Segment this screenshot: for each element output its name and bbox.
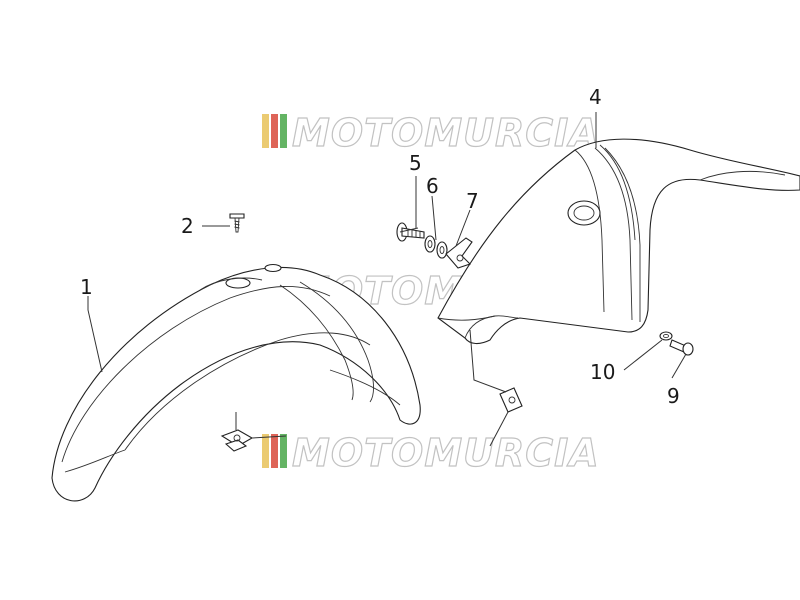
washer-part-6	[424, 235, 436, 253]
front-mudguard-part	[51, 263, 421, 502]
watermark-text: MOTOMURCIA	[292, 111, 600, 155]
washer-part-10	[659, 331, 673, 341]
star-washer-part	[436, 241, 448, 259]
watermark-logo-stripes	[262, 434, 287, 468]
callout-5: 5	[409, 151, 422, 175]
clip-nut-part	[220, 429, 254, 452]
callout-2: 2	[181, 214, 194, 238]
screw-part-9	[669, 339, 694, 356]
watermark-text: MOTOMURCIA	[292, 431, 600, 475]
callout-4: 4	[589, 85, 602, 109]
callout-9: 9	[667, 384, 680, 408]
rear-mudguard-part	[437, 138, 800, 345]
callout-7: 7	[466, 189, 479, 213]
leader-lines	[87, 112, 687, 447]
screw-part-2	[229, 213, 245, 233]
callout-1: 1	[80, 275, 93, 299]
callout-6: 6	[426, 174, 439, 198]
watermark-logo-stripes	[262, 114, 287, 148]
callout-10: 10	[590, 360, 615, 384]
spring-clip-part	[499, 387, 523, 413]
bracket-part-7	[445, 237, 473, 269]
watermark-top: MOTOMURCIA	[262, 110, 600, 156]
watermark-bottom: MOTOMURCIA	[262, 430, 600, 476]
